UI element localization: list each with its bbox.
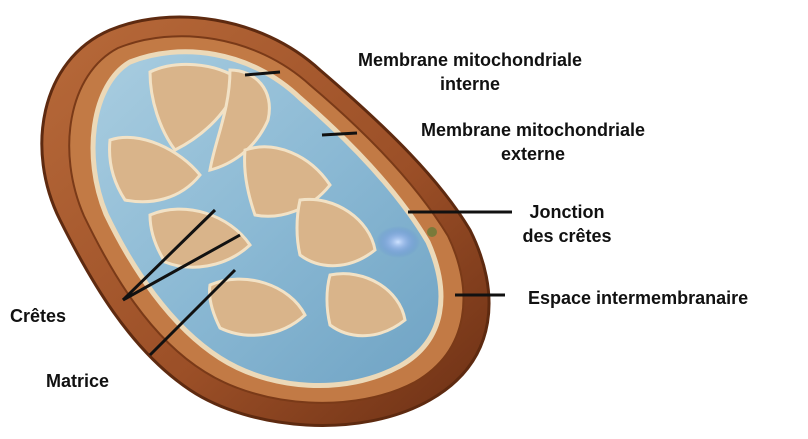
label-jonction-cretes: Jonction des crêtes <box>482 200 652 248</box>
label-cretes: Crêtes <box>10 304 66 328</box>
leader-externe <box>322 133 357 135</box>
label-matrice: Matrice <box>46 369 109 393</box>
label-membrane-interne: Membrane mitochondriale interne <box>325 48 615 96</box>
label-jonction-line1: Jonction <box>482 200 652 224</box>
label-membrane-externe-line2: externe <box>388 142 678 166</box>
label-membrane-externe-line1: Membrane mitochondriale <box>388 118 678 142</box>
matrix-glow <box>376 226 420 258</box>
junction-dot <box>427 227 437 237</box>
label-membrane-interne-line1: Membrane mitochondriale <box>325 48 615 72</box>
label-membrane-externe: Membrane mitochondriale externe <box>388 118 678 166</box>
label-jonction-line2: des crêtes <box>482 224 652 248</box>
label-espace-intermembranaire: Espace intermembranaire <box>528 286 748 310</box>
label-membrane-interne-line2: interne <box>325 72 615 96</box>
